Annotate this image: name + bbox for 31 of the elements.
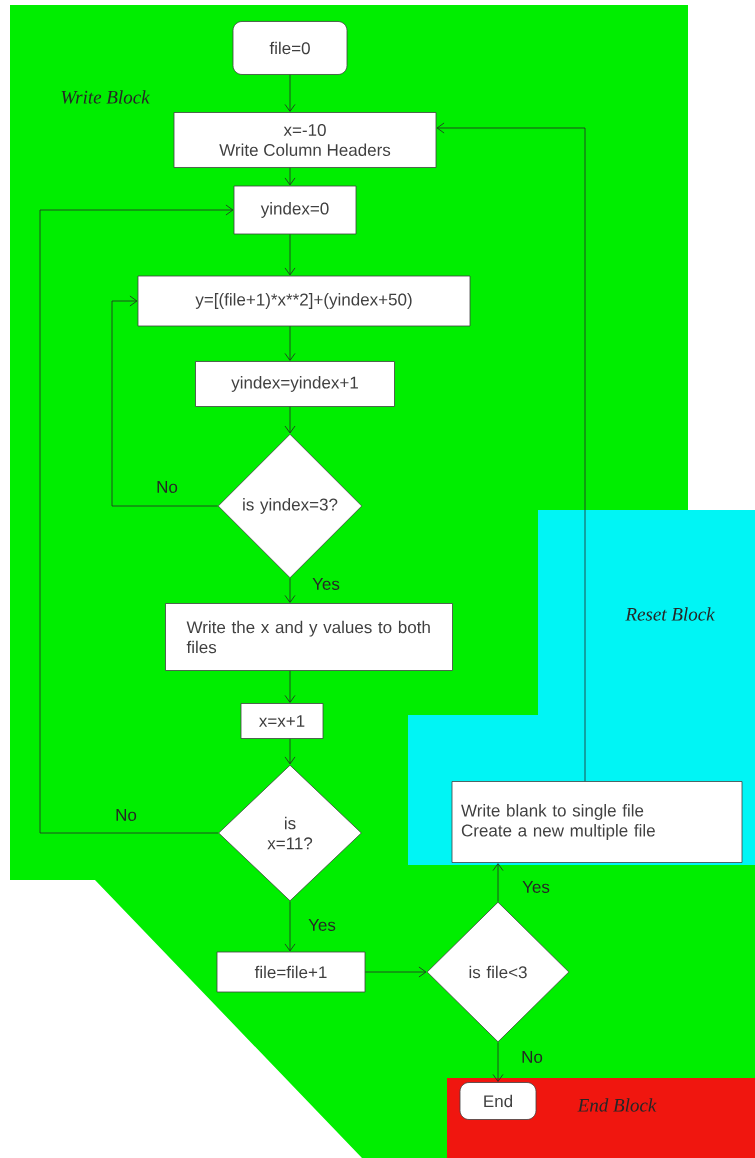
arrow [284, 670, 296, 703]
edge-label: Yes [311, 577, 341, 591]
edge-label: Yes [307, 918, 337, 932]
arrow [284, 234, 296, 276]
arrow [284, 738, 296, 765]
process-box: yindex=yindex+1 [195, 361, 395, 407]
arrow [284, 577, 296, 603]
arrow [284, 326, 296, 361]
edge-label: No [155, 480, 179, 494]
arrow [492, 863, 504, 902]
process-box: Write the x and y values to both files [165, 603, 453, 671]
arrow [39, 204, 234, 834]
arrow [284, 74, 296, 112]
arrow [284, 167, 296, 186]
arrow [436, 122, 586, 782]
arrow [365, 966, 427, 978]
process-box: x=x+1 [240, 703, 324, 739]
edge-label: Yes [521, 880, 551, 894]
edge-label: No [114, 808, 138, 822]
process-box: x=-10 Write Column Headers [173, 112, 437, 168]
terminal-box: file=0 [232, 21, 348, 75]
arrow [284, 901, 296, 952]
arrow [492, 1042, 504, 1082]
process-box: Write blank to single file Create a new multiple file [451, 781, 743, 863]
process-box: y=[(file+1)*x**2]+(yindex+50) [137, 275, 471, 327]
terminal-box: End [459, 1082, 537, 1120]
process-box: file=file+1 [216, 951, 366, 993]
arrow [284, 406, 296, 434]
edge-label: No [520, 1050, 544, 1064]
arrow [111, 295, 219, 507]
process-box: yindex=0 [233, 185, 357, 235]
